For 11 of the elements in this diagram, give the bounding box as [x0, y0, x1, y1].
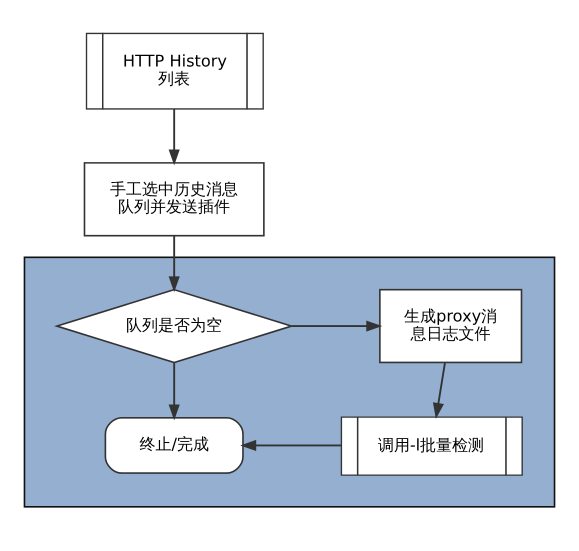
cluster — [24, 256, 556, 508]
node-box: 手工选中历史消息队列并发送插件 — [84, 162, 265, 237]
arrow — [168, 109, 180, 166]
arrow — [292, 320, 382, 332]
arrow — [168, 363, 180, 420]
node-box: 生成proxy消息日志文件 — [379, 288, 522, 364]
node-diamond: 队列是否为空 — [54, 288, 294, 364]
node-box: 终止/完成 — [104, 416, 244, 474]
arrow — [240, 440, 342, 452]
arrow — [432, 362, 446, 419]
arrow — [168, 236, 180, 292]
